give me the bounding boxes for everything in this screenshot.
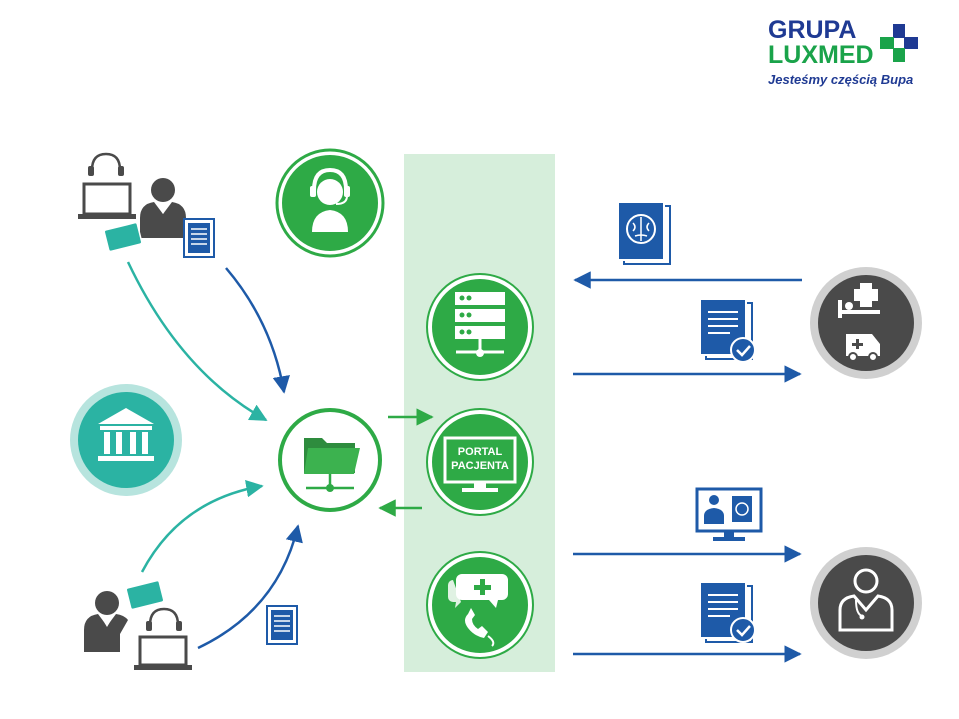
portal-line1: PORTAL (458, 446, 503, 458)
arrow-bottom-card-to-folder (140, 480, 264, 573)
laptop-headset-icon (134, 607, 192, 670)
bank-building-icon (70, 384, 182, 496)
laptop-headset-icon (78, 152, 136, 219)
logo-tagline: Jesteśmy częścią Bupa (768, 72, 914, 87)
doctor-figure-icon (140, 178, 186, 238)
grupa-luxmed-logo: GRUPA LUXMED Jesteśmy częścią Bupa (768, 18, 928, 98)
arrow-bottom-laptop-to-folder (197, 524, 303, 650)
headset-person-icon (275, 148, 385, 258)
portal-monitor-icon: PORTAL PACJENTA (426, 408, 534, 516)
document-icon (266, 605, 298, 645)
document-icon (183, 218, 215, 258)
portal-line2: PACJENTA (451, 460, 509, 472)
doctor-figure-icon (84, 591, 128, 652)
id-card-icon (103, 221, 143, 253)
checked-document-icon (699, 298, 756, 363)
chat-phone-icon (426, 551, 534, 659)
id-card-icon (125, 579, 165, 611)
arrow-top-doc-to-folder (225, 267, 290, 394)
luxmed-cross-icon (880, 24, 918, 62)
telemedicine-monitor-icon (695, 487, 763, 541)
arrow-top-card-to-folder (126, 261, 268, 422)
server-icon (426, 273, 534, 381)
doctor-icon (810, 547, 922, 659)
logo-line1: GRUPA (768, 16, 857, 44)
logo-line2: LUXMED (768, 41, 874, 69)
brain-document-icon (617, 201, 671, 265)
checked-document-icon (699, 581, 756, 643)
shared-folder-icon (278, 408, 382, 512)
hospital-ambulance-icon (810, 267, 922, 379)
